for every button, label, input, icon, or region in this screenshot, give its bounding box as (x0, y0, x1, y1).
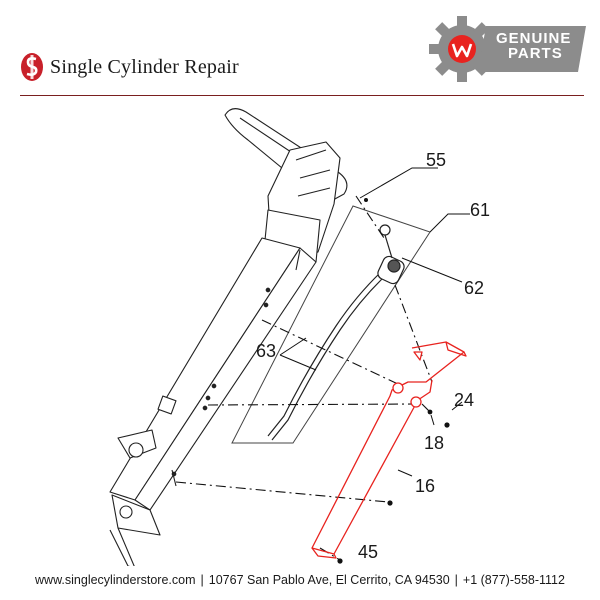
header-divider (20, 95, 584, 96)
genuine-parts-badge: GENUINE PARTS (428, 14, 588, 89)
cable-group-frame (231, 205, 431, 444)
footer: www.singlecylinderstore.com | 10767 San Pa… (0, 573, 600, 587)
callout-18[interactable]: 18 (424, 433, 444, 453)
callout-62[interactable]: 62 (464, 278, 484, 298)
brand-title: Single Cylinder Repair (50, 55, 239, 78)
footer-address: 10767 San Pablo Ave, El Cerrito, CA 9453… (208, 573, 450, 587)
callout-61[interactable]: 61 (470, 200, 490, 220)
throttle-cable (267, 224, 405, 441)
footer-website-link[interactable]: www.singlecylinderstore.com (35, 573, 196, 587)
brand-logo-icon (21, 53, 43, 81)
footer-phone[interactable]: +1 (877)-558-1112 (462, 573, 565, 587)
header: Single Cylinder Repair (0, 0, 600, 96)
bracket-part-16 (311, 341, 467, 559)
badge-line2: PARTS (508, 45, 563, 62)
callout-24[interactable]: 24 (454, 390, 474, 410)
callout-63[interactable]: 63 (256, 341, 276, 361)
callout-45[interactable]: 45 (358, 542, 378, 562)
callout-16[interactable]: 16 (415, 476, 435, 496)
footer-separator: | (200, 573, 204, 587)
callout-55[interactable]: 55 (426, 150, 446, 170)
brand[interactable]: Single Cylinder Repair (20, 52, 239, 82)
steering-column (109, 108, 348, 566)
fasteners (337, 198, 450, 564)
callout-leaders (279, 167, 470, 477)
footer-separator: | (454, 573, 458, 587)
gear-icon (429, 16, 586, 82)
badge-line1: GENUINE (496, 30, 572, 47)
badge-text: GENUINE PARTS (496, 31, 571, 61)
parts-diagram: 55 61 62 63 24 18 16 45 (109, 108, 490, 566)
